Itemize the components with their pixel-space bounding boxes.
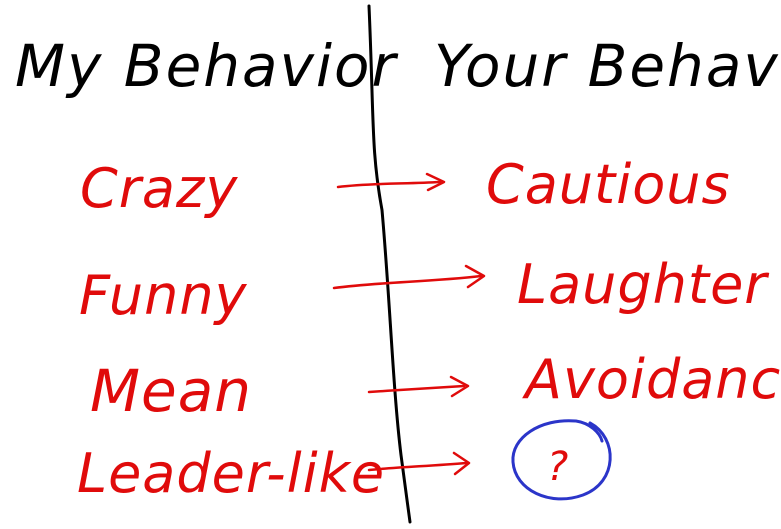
right-arrow-icon (367, 451, 471, 476)
row-3-right-label: Avoidance (522, 348, 781, 411)
row-2-right-label: Laughter (517, 253, 769, 316)
row-1-left-label: Crazy (80, 157, 238, 220)
row-4-right-label: ? (547, 444, 568, 490)
right-column-header: Your Behavior (434, 32, 781, 100)
row-3-left-label: Mean (90, 357, 252, 425)
left-column-header: My Behavior (15, 32, 399, 100)
center-divider-line (367, 4, 412, 524)
right-arrow-icon (367, 375, 470, 398)
right-arrow-icon (336, 172, 446, 192)
question-circle-icon: ? (511, 419, 612, 501)
row-2-left-label: Funny (79, 264, 248, 327)
right-arrow-icon (332, 264, 486, 290)
row-1-right-label: Cautious (486, 153, 731, 216)
row-4-left-label: Leader-like (77, 442, 385, 505)
